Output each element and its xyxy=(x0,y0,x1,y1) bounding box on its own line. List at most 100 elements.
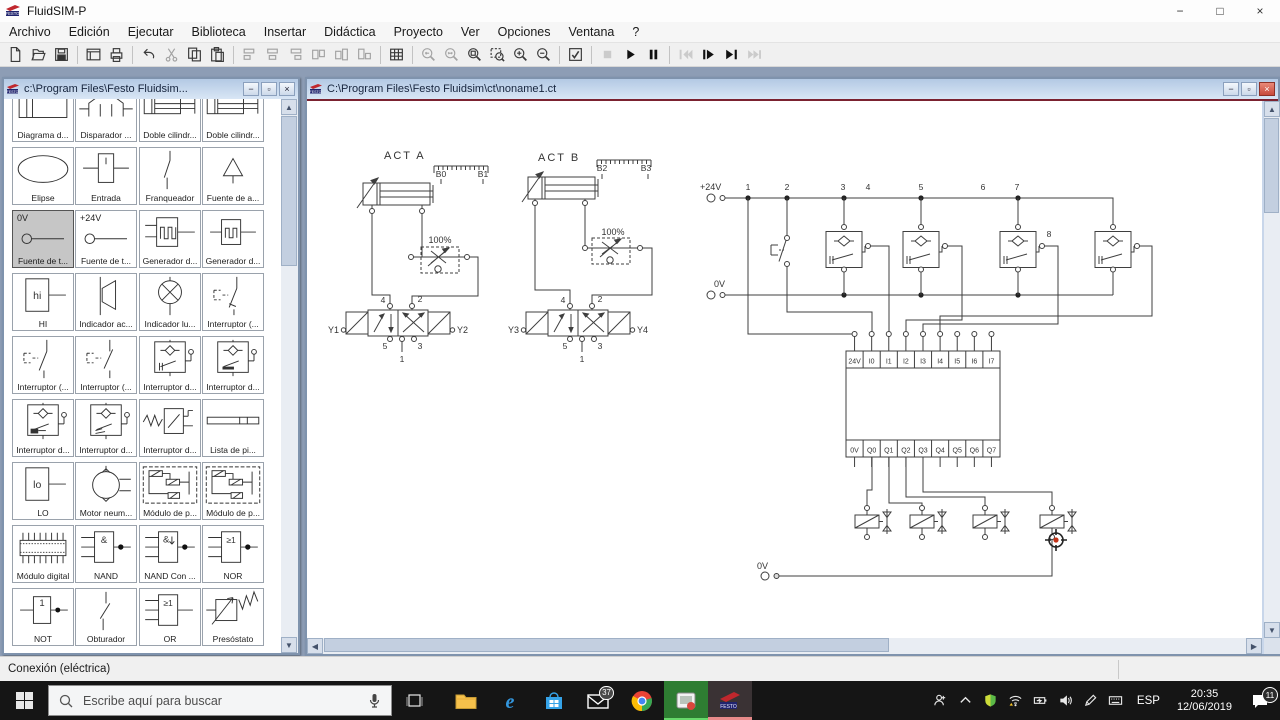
flow-control-valve-a[interactable]: 100% xyxy=(408,235,470,274)
restore-icon[interactable]: ▫ xyxy=(261,82,277,96)
new-file-button[interactable] xyxy=(4,44,27,66)
edge-taskbar-button[interactable]: e xyxy=(488,681,532,720)
scroll-down-icon[interactable]: ▼ xyxy=(281,637,297,653)
print-button[interactable] xyxy=(105,44,128,66)
library-item[interactable]: Doble cilindr... xyxy=(139,99,201,142)
close-icon[interactable]: × xyxy=(1256,4,1264,18)
library-item[interactable]: Interruptor (... xyxy=(12,336,74,394)
save-file-button[interactable] xyxy=(50,44,73,66)
notification-center-button[interactable]: 11 xyxy=(1240,681,1280,720)
library-item[interactable]: Interruptor d... xyxy=(139,399,201,457)
library-item[interactable]: Disparador ... xyxy=(75,99,137,142)
scroll-up-icon[interactable]: ▲ xyxy=(1264,101,1280,117)
library-item[interactable]: &NAND xyxy=(75,525,137,583)
chevron-up-tray-icon[interactable] xyxy=(953,681,978,720)
screen-recorder-taskbar-button[interactable] xyxy=(664,681,708,720)
wifi-tray-icon[interactable] xyxy=(1003,681,1028,720)
check-circuit-button[interactable] xyxy=(564,44,587,66)
pen-tray-icon[interactable] xyxy=(1078,681,1103,720)
clock[interactable]: 20:35 12/06/2019 xyxy=(1169,688,1240,714)
output-wires[interactable] xyxy=(866,457,1053,506)
menu-archivo[interactable]: Archivo xyxy=(9,24,51,39)
menu-ejecutar[interactable]: Ejecutar xyxy=(127,24,174,39)
microphone-icon[interactable] xyxy=(368,693,381,708)
menu-insertar[interactable]: Insertar xyxy=(263,24,307,39)
circuit-canvas[interactable]: ACT A B0 B1 xyxy=(307,101,1262,638)
vertical-scrollbar[interactable]: ▲ ▼ xyxy=(1264,101,1280,638)
proximity-sensor[interactable] xyxy=(902,198,943,295)
zoom-out-button[interactable] xyxy=(532,44,555,66)
library-item[interactable]: Interruptor d... xyxy=(139,336,201,394)
zoom-fit-button[interactable] xyxy=(463,44,486,66)
search-input[interactable]: Escribe aquí para buscar xyxy=(48,685,392,716)
pause-button[interactable] xyxy=(642,44,665,66)
play-button[interactable] xyxy=(619,44,642,66)
scroll-down-icon[interactable]: ▼ xyxy=(1264,622,1280,638)
library-item[interactable]: Interruptor (... xyxy=(75,336,137,394)
start-button[interactable] xyxy=(0,681,48,720)
wire[interactable] xyxy=(371,213,391,304)
zoom-in-button[interactable] xyxy=(509,44,532,66)
chrome-taskbar-button[interactable] xyxy=(620,681,664,720)
people-tray-icon[interactable] xyxy=(928,681,953,720)
defender-tray-icon[interactable] xyxy=(978,681,1003,720)
menu-?[interactable]: ? xyxy=(632,24,640,39)
menu-edicin[interactable]: Edición xyxy=(68,24,110,39)
library-item[interactable]: Interruptor d... xyxy=(202,336,264,394)
minimize-icon[interactable]: − xyxy=(1223,82,1239,96)
library-item[interactable]: Diagrama d... xyxy=(12,99,74,142)
menu-ver[interactable]: Ver xyxy=(460,24,480,39)
scroll-up-icon[interactable]: ▲ xyxy=(281,99,297,115)
menu-didctica[interactable]: Didáctica xyxy=(324,24,376,39)
circuit-titlebar[interactable]: FESTO C:\Program Files\Festo Fluidsim\ct… xyxy=(307,79,1278,99)
rail-0v-bottom[interactable]: 0V xyxy=(757,539,1053,581)
library-item[interactable]: Doble cilindr... xyxy=(202,99,264,142)
open-file-button[interactable] xyxy=(27,44,50,66)
paste-button[interactable] xyxy=(206,44,229,66)
valve-solenoid-coil[interactable] xyxy=(909,505,947,540)
to-end-button[interactable] xyxy=(720,44,743,66)
library-item[interactable]: Fuente de a... xyxy=(202,147,264,205)
menu-ventana[interactable]: Ventana xyxy=(568,24,615,39)
library-item[interactable]: Generador d... xyxy=(139,210,201,268)
horizontal-scrollbar[interactable]: ◀ ▶ xyxy=(307,638,1262,654)
distance-scale-b[interactable]: B2 B3 xyxy=(596,159,652,179)
scroll-thumb[interactable] xyxy=(1264,118,1279,213)
library-item[interactable]: Interruptor d... xyxy=(75,399,137,457)
library-item[interactable]: Motor neum... xyxy=(75,462,137,520)
zoom-rect-button[interactable] xyxy=(486,44,509,66)
minimize-icon[interactable]: − xyxy=(1176,4,1184,18)
library-item[interactable]: Módulo de p... xyxy=(202,462,264,520)
minimize-icon[interactable]: − xyxy=(243,82,259,96)
library-item[interactable]: Lista de pi... xyxy=(202,399,264,457)
rail-24v[interactable]: +24V xyxy=(700,182,1114,225)
battery-tray-icon[interactable] xyxy=(1028,681,1053,720)
task-view-button[interactable] xyxy=(392,681,436,720)
scroll-left-icon[interactable]: ◀ xyxy=(307,638,323,654)
library-item[interactable]: Módulo de p... xyxy=(139,462,201,520)
menu-biblioteca[interactable]: Biblioteca xyxy=(191,24,246,39)
undo-button[interactable] xyxy=(137,44,160,66)
cylinder-act-a[interactable]: ACT A xyxy=(356,150,434,214)
grid-button[interactable] xyxy=(385,44,408,66)
proximity-sensor[interactable] xyxy=(999,198,1040,295)
library-item[interactable]: Franqueador xyxy=(139,147,201,205)
rail-0v[interactable]: 0V xyxy=(706,279,1113,300)
fluidsim-taskbar-button[interactable]: FESTO xyxy=(708,681,752,720)
proximity-sensor[interactable] xyxy=(1094,224,1135,296)
step-button[interactable] xyxy=(697,44,720,66)
touch-keyboard-tray-icon[interactable] xyxy=(1103,681,1128,720)
speaker-tray-icon[interactable] xyxy=(1053,681,1078,720)
library-item[interactable]: Elipse xyxy=(12,147,74,205)
library-item[interactable]: Interruptor d... xyxy=(12,399,74,457)
library-item[interactable]: Módulo digital xyxy=(12,525,74,583)
maximize-icon[interactable]: ▫ xyxy=(1241,82,1257,96)
close-icon[interactable]: × xyxy=(1259,82,1275,96)
library-item[interactable]: Indicador lu... xyxy=(139,273,201,331)
cylinder-act-b[interactable]: ACT B xyxy=(521,152,599,206)
store-taskbar-button[interactable] xyxy=(532,681,576,720)
valve-solenoid-coil[interactable] xyxy=(854,505,892,540)
